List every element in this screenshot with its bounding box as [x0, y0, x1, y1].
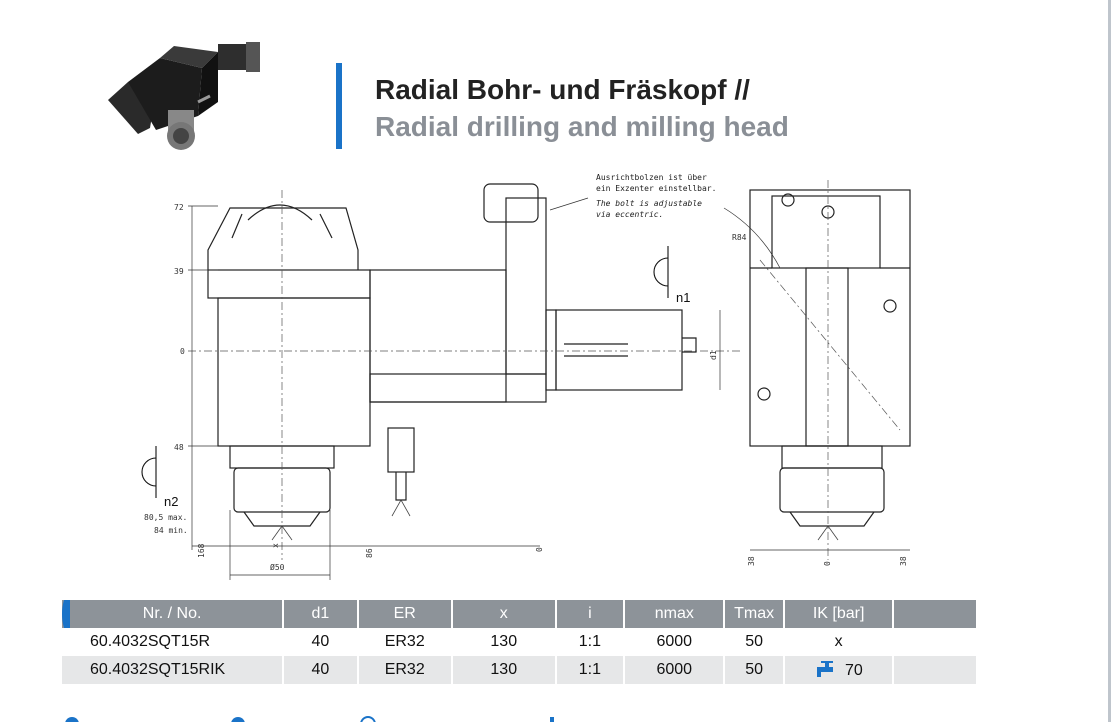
spec-table: Nr. / No. d1 ER x i nmax Tmax IK [bar] 6…: [59, 600, 976, 684]
note-de-line1: Ausrichtbolzen ist über: [596, 173, 707, 182]
cell-d1: 40: [282, 656, 358, 684]
cell-tmax: 50: [723, 628, 784, 656]
col-header: IK [bar]: [782, 600, 894, 628]
dim-38-right: 38: [899, 556, 908, 566]
table-header-row: Nr. / No. d1 ER x i nmax Tmax IK [bar]: [59, 600, 976, 628]
cell-empty: [892, 656, 976, 684]
table-row: 60.4032SQT15RIK 40 ER32 130 1:1 6000 50 …: [59, 656, 976, 684]
dim-x: x: [271, 543, 280, 548]
cell-i: 1:1: [554, 656, 625, 684]
product-photo: [108, 42, 260, 150]
note-en-line1: The bolt is adjustable: [596, 199, 702, 208]
cell-er: ER32: [356, 628, 452, 656]
dim-d1: d1: [709, 350, 718, 360]
table-row: 60.4032SQT15R 40 ER32 130 1:1 6000 50 x: [59, 628, 976, 656]
cell-x: 130: [450, 628, 556, 656]
dim-bottom-0: 0: [535, 547, 544, 552]
dim-0: 0: [180, 347, 185, 356]
cell-nmax: 6000: [623, 656, 725, 684]
col-header: Tmax: [723, 600, 784, 628]
cell-nr: 60.4032SQT15R: [59, 628, 284, 656]
cell-i: 1:1: [554, 628, 625, 656]
coolant-tap-icon: [816, 660, 833, 677]
cell-d1: 40: [282, 628, 358, 656]
cell-x: 130: [450, 656, 556, 684]
cell-er: ER32: [356, 656, 452, 684]
col-header: Nr. / No.: [59, 600, 284, 628]
cell-nmax: 6000: [623, 628, 725, 656]
dim-39: 39: [174, 267, 184, 276]
dim-48: 48: [174, 443, 184, 452]
col-header: x: [450, 600, 556, 628]
label-n2: n2: [164, 494, 178, 509]
dim-84: 84 min.: [154, 526, 188, 535]
col-header: ER: [356, 600, 452, 628]
dim-diameter-50: Ø50: [270, 562, 285, 572]
col-header: nmax: [623, 600, 725, 628]
dim-0-right: 0: [823, 561, 832, 566]
dim-86: 86: [365, 548, 374, 558]
title-english: Radial drilling and milling head: [375, 111, 789, 142]
dim-168: 168: [197, 543, 206, 558]
col-header: i: [554, 600, 625, 628]
cell-tmax: 50: [723, 656, 784, 684]
ik-value: 70: [844, 661, 863, 679]
note-en-line2: via eccentric.: [596, 210, 663, 219]
table-tab-marker: [62, 600, 70, 628]
dim-80-5: 80,5 max.: [144, 513, 187, 522]
title-accent-bar: [336, 63, 342, 149]
label-n1: n1: [676, 290, 690, 305]
dim-72: 72: [174, 203, 184, 212]
dim-38-left: 38: [747, 556, 756, 566]
cell-nr: 60.4032SQT15RIK: [59, 656, 284, 684]
page-edge-border: [1108, 0, 1111, 722]
cell-ik: x: [782, 628, 894, 656]
technical-drawing: Ausrichtbolzen ist über ein Exzenter ein…: [141, 173, 911, 580]
cell-ik: 70: [782, 656, 894, 684]
legend-strip-partial: [65, 716, 554, 722]
cell-empty: [892, 628, 976, 656]
col-header: d1: [282, 600, 358, 628]
title-german: Radial Bohr- und Fräskopf //: [375, 74, 750, 105]
note-de-line2: ein Exzenter einstellbar.: [596, 184, 716, 193]
dim-R84: R84: [732, 233, 747, 242]
col-header-empty: [892, 600, 976, 628]
